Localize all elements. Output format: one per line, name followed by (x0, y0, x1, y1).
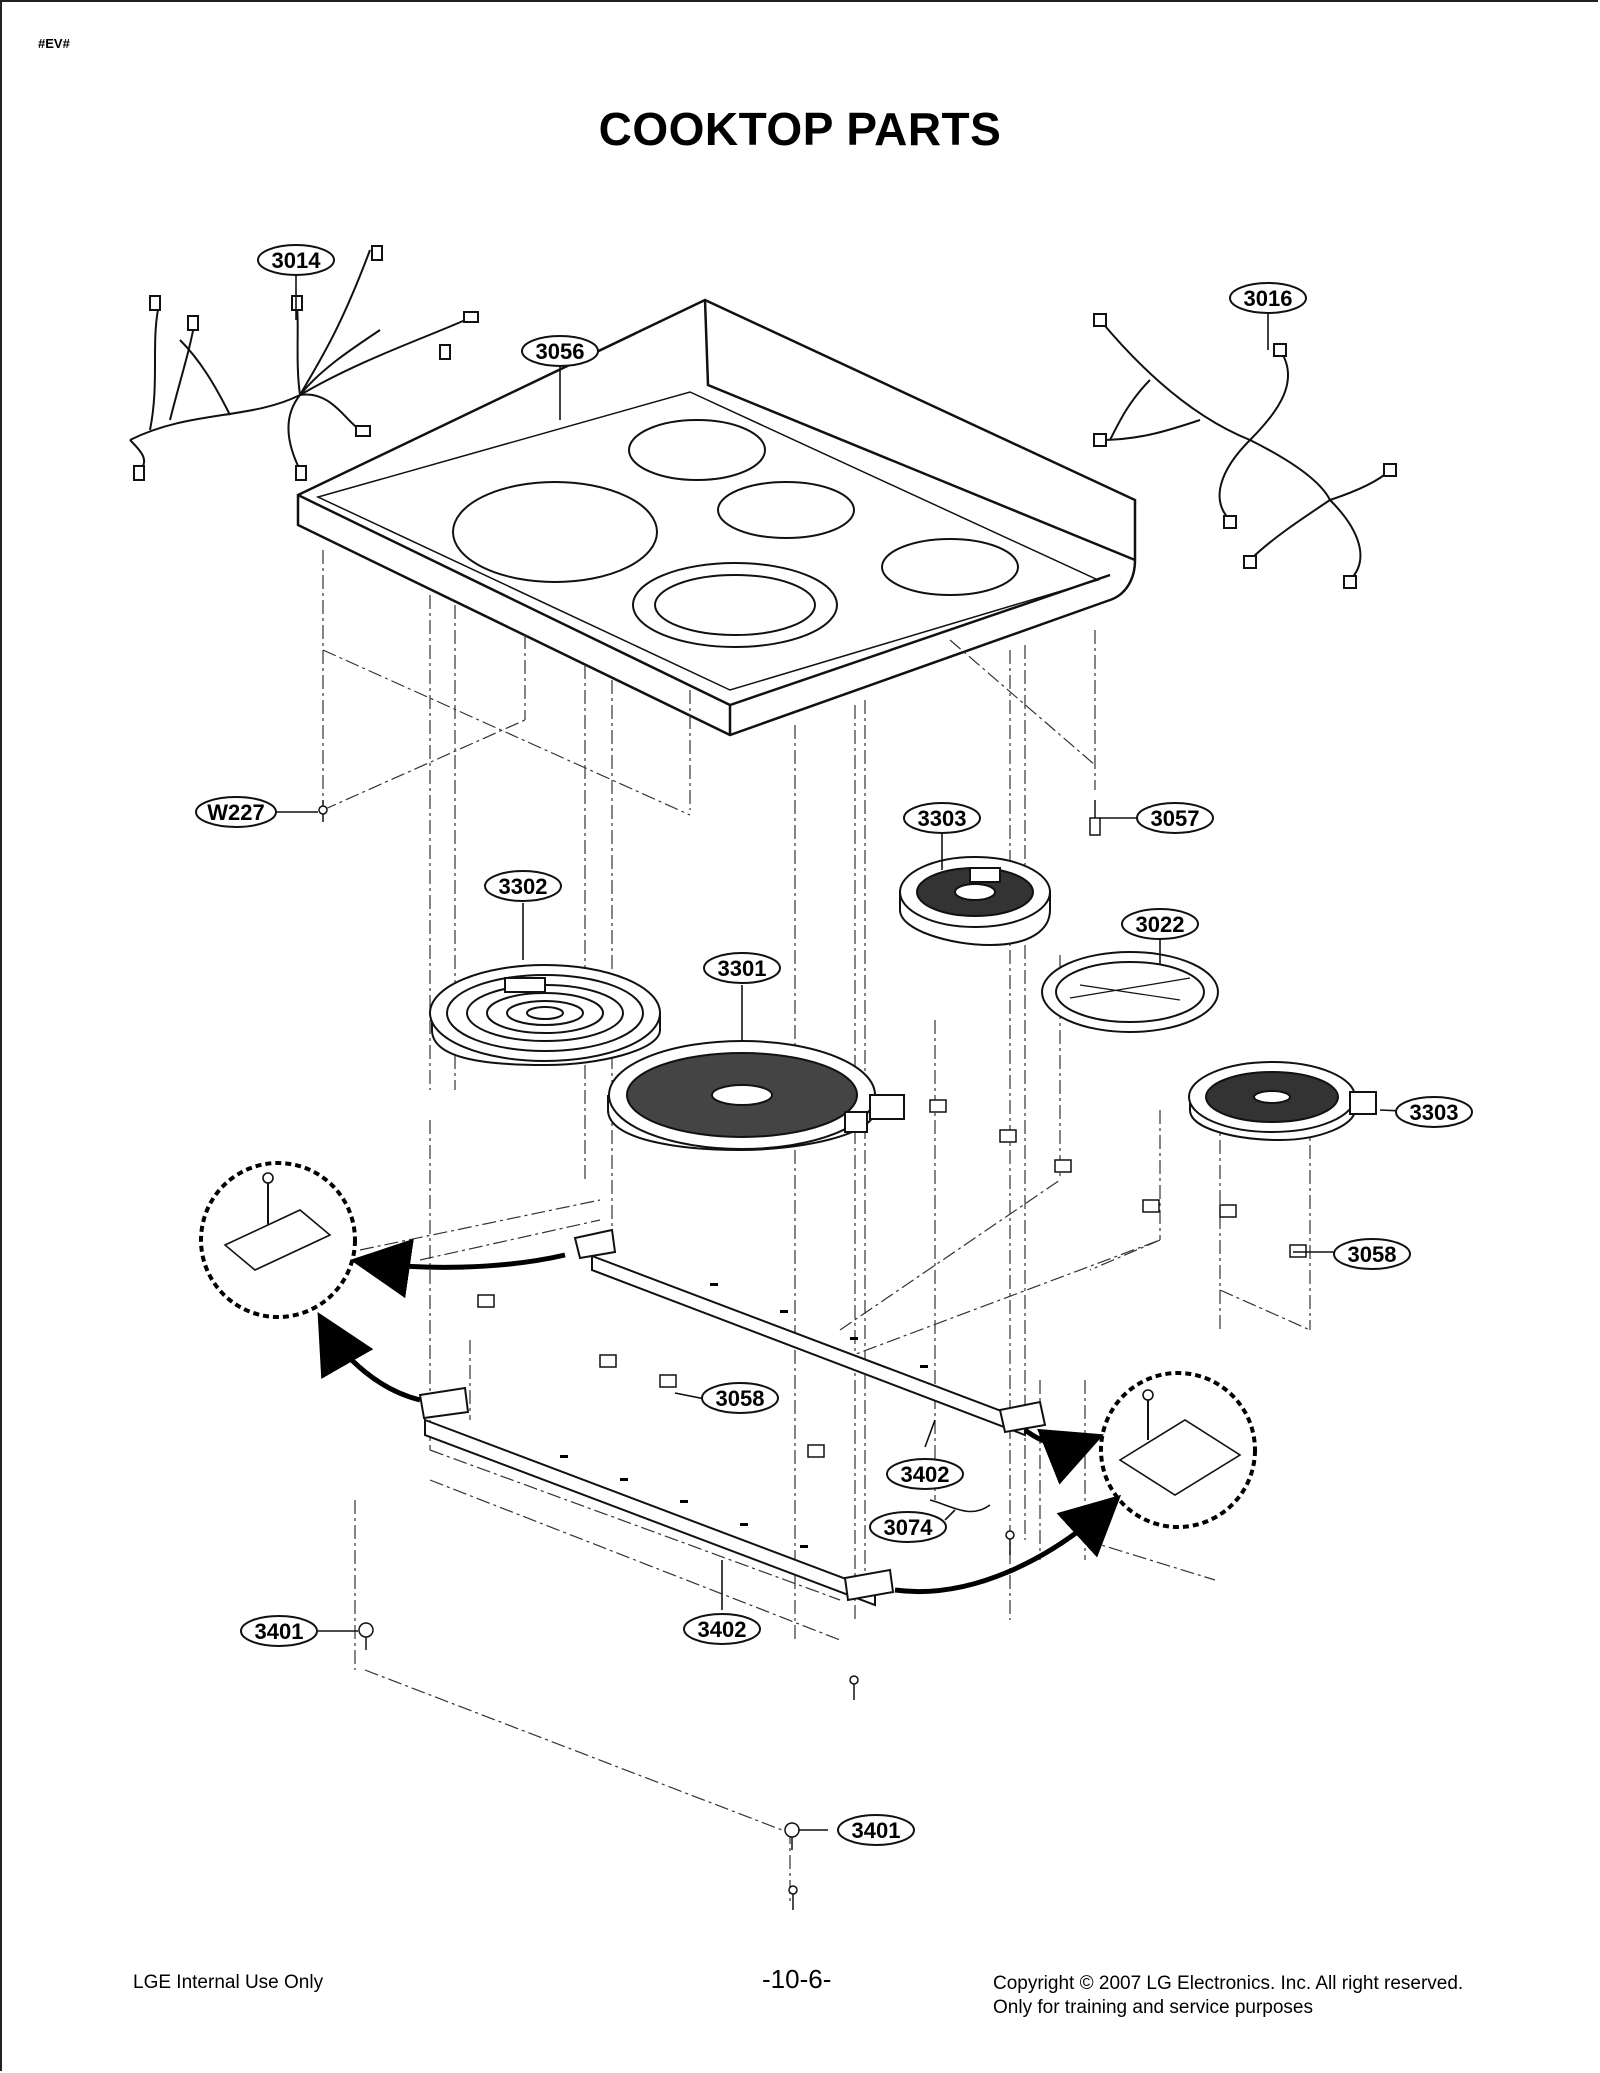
callout-3014: 3014 (257, 244, 335, 276)
callout-3303-top: 3303 (903, 802, 981, 834)
callout-3401-upper: 3401 (240, 1615, 318, 1647)
callout-label: 3056 (536, 339, 585, 364)
copyright-line-2: Only for training and service purposes (993, 1997, 1313, 2018)
callout-3402-upper: 3402 (886, 1458, 964, 1490)
footer-internal-use: LGE Internal Use Only (133, 1972, 324, 1993)
burner-element-3303-right (1188, 1061, 1377, 1142)
detail-view-left (199, 1161, 357, 1319)
callout-leaders (275, 272, 1426, 1831)
screw-bottom (788, 1885, 798, 1910)
clip-10 (1289, 1244, 1307, 1258)
clip-3 (659, 1374, 677, 1388)
callout-3057: 3057 (1136, 802, 1214, 834)
callout-3056: 3056 (521, 335, 599, 367)
callout-label: 3301 (718, 956, 767, 981)
detail-arrows (317, 1238, 1122, 1594)
assembly-leader-lines (322, 550, 1311, 1905)
clip-8 (1142, 1199, 1160, 1213)
callout-3022: 3022 (1121, 908, 1199, 940)
clip-7 (1054, 1159, 1072, 1173)
copyright-line-1: Copyright © 2007 LG Electronics. Inc. Al… (993, 1973, 1464, 1994)
burner-element-3301 (607, 1040, 905, 1152)
burner-ring-3022 (1041, 951, 1219, 1033)
screws-and-clips (318, 800, 1307, 1910)
callout-3058-left: 3058 (701, 1382, 779, 1414)
callout-label: 3401 (255, 1619, 304, 1644)
callout-3303-right: 3303 (1395, 1096, 1473, 1128)
callout-label: 3058 (1348, 1242, 1397, 1267)
callout-3302: 3302 (484, 870, 562, 902)
callout-3058-right: 3058 (1333, 1238, 1411, 1270)
burner-element-3303-top (899, 856, 1051, 947)
callout-w227: W227 (195, 796, 277, 828)
screw-3401-lower (784, 1822, 800, 1850)
callout-label: 3014 (272, 248, 322, 273)
footer-copyright: Copyright © 2007 LG Electronics. Inc. Al… (993, 1972, 1463, 2020)
callout-3016: 3016 (1229, 282, 1307, 314)
callout-label: 3303 (918, 806, 967, 831)
clip-5 (929, 1099, 947, 1113)
clip-4 (807, 1444, 825, 1458)
callout-3074: 3074 (869, 1511, 947, 1543)
screw-3074-area (1005, 1530, 1015, 1555)
clip-2 (599, 1354, 617, 1368)
screw-w227 (318, 800, 328, 822)
screw-3057 (1089, 800, 1101, 836)
document-tag: #EV# (38, 36, 70, 51)
callout-label: W227 (207, 800, 264, 825)
callout-label: 3402 (698, 1617, 747, 1642)
callout-label: 3022 (1136, 912, 1185, 937)
callout-label: 3302 (499, 874, 548, 899)
callout-label: 3057 (1151, 806, 1200, 831)
screw-3401-upper (358, 1622, 374, 1650)
wire-harness-left (129, 245, 479, 481)
support-bracket-3402-lower (418, 1386, 895, 1607)
callout-label: 3074 (884, 1515, 934, 1540)
wire-harness-right (1093, 313, 1397, 589)
callout-label: 3058 (716, 1386, 765, 1411)
footer-page-number: -10-6- (762, 1964, 832, 1994)
burner-element-3302 (429, 964, 661, 1067)
clip-6 (999, 1129, 1017, 1143)
support-bracket-3402-upper (573, 1228, 1047, 1437)
callout-3301: 3301 (703, 952, 781, 984)
callout-label: 3402 (901, 1462, 950, 1487)
callout-label: 3401 (852, 1818, 901, 1843)
callout-3401-lower: 3401 (837, 1814, 915, 1846)
cable-3074 (929, 1499, 991, 1513)
callout-3402-lower: 3402 (683, 1613, 761, 1645)
cooktop-glass-top (296, 298, 1137, 737)
page-title: COOKTOP PARTS (598, 103, 1002, 155)
clip-1 (477, 1294, 495, 1308)
detail-view-right (1099, 1371, 1257, 1529)
callout-label: 3303 (1410, 1100, 1459, 1125)
callout-label: 3016 (1244, 286, 1293, 311)
clip-9 (1219, 1204, 1237, 1218)
screw-center (849, 1675, 859, 1700)
